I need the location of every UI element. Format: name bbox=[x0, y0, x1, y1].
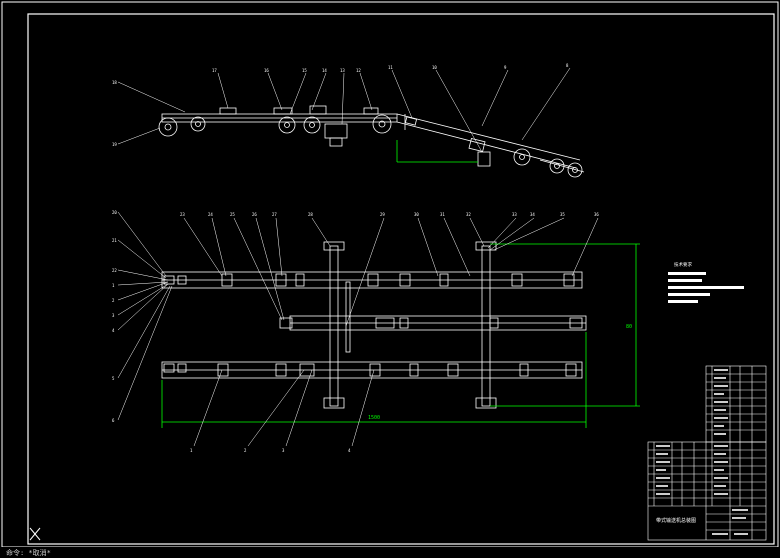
svg-text:8: 8 bbox=[566, 63, 569, 68]
ucs-axis-icon bbox=[29, 527, 41, 541]
side-view bbox=[158, 105, 585, 178]
svg-text:14: 14 bbox=[322, 68, 327, 73]
svg-text:3: 3 bbox=[112, 313, 115, 318]
plan-view bbox=[161, 241, 587, 409]
svg-text:3: 3 bbox=[282, 448, 285, 453]
svg-text:28: 28 bbox=[308, 212, 313, 217]
svg-text:2: 2 bbox=[244, 448, 247, 453]
svg-text:23: 23 bbox=[180, 212, 185, 217]
svg-text:25: 25 bbox=[230, 212, 235, 217]
svg-text:16: 16 bbox=[264, 68, 269, 73]
plan-view-leaders bbox=[117, 211, 599, 447]
svg-text:20: 20 bbox=[112, 210, 117, 215]
title-block bbox=[647, 365, 767, 541]
svg-text:10: 10 bbox=[432, 65, 437, 70]
svg-text:24: 24 bbox=[208, 212, 213, 217]
svg-text:13: 13 bbox=[340, 68, 345, 73]
svg-text:22: 22 bbox=[112, 268, 117, 273]
parts-list-text bbox=[656, 369, 748, 535]
svg-text:17: 17 bbox=[212, 68, 217, 73]
technical-notes: 技术要求 bbox=[668, 261, 744, 303]
side-view-dimension bbox=[396, 140, 478, 163]
svg-text:27: 27 bbox=[272, 212, 277, 217]
svg-text:30: 30 bbox=[414, 212, 419, 217]
plan-view-dimensions bbox=[161, 243, 640, 428]
drawing-title: 带式输送机总装图 bbox=[656, 517, 696, 524]
dimension-vertical-label: 80 bbox=[626, 324, 632, 330]
notes-heading: 技术要求 bbox=[674, 261, 692, 268]
svg-text:26: 26 bbox=[252, 212, 257, 217]
svg-text:34: 34 bbox=[530, 212, 535, 217]
svg-text:18: 18 bbox=[112, 80, 117, 85]
command-line-text: 命令: *取消* bbox=[6, 549, 51, 557]
svg-text:15: 15 bbox=[302, 68, 307, 73]
svg-text:9: 9 bbox=[504, 65, 507, 70]
side-view-leaders bbox=[117, 67, 571, 153]
svg-text:1: 1 bbox=[190, 448, 193, 453]
callout-labels: 18 19 17 16 15 14 13 12 11 10 9 8 20 21 … bbox=[112, 63, 599, 453]
svg-text:31: 31 bbox=[440, 212, 445, 217]
svg-text:21: 21 bbox=[112, 238, 117, 243]
svg-text:6: 6 bbox=[112, 418, 115, 423]
svg-text:19: 19 bbox=[112, 142, 117, 147]
svg-text:11: 11 bbox=[388, 65, 393, 70]
svg-text:2: 2 bbox=[112, 298, 115, 303]
svg-text:29: 29 bbox=[380, 212, 385, 217]
svg-text:1: 1 bbox=[112, 283, 115, 288]
svg-text:35: 35 bbox=[560, 212, 565, 217]
outer-frame bbox=[1, 1, 779, 548]
svg-text:5: 5 bbox=[112, 376, 115, 381]
svg-text:4: 4 bbox=[112, 328, 115, 333]
svg-text:32: 32 bbox=[466, 212, 471, 217]
dimension-horizontal-label: 1500 bbox=[368, 415, 380, 421]
svg-text:12: 12 bbox=[356, 68, 361, 73]
svg-text:33: 33 bbox=[512, 212, 517, 217]
svg-text:36: 36 bbox=[594, 212, 599, 217]
inner-frame bbox=[27, 13, 775, 545]
svg-text:4: 4 bbox=[348, 448, 351, 453]
command-line-bar[interactable] bbox=[0, 547, 780, 557]
